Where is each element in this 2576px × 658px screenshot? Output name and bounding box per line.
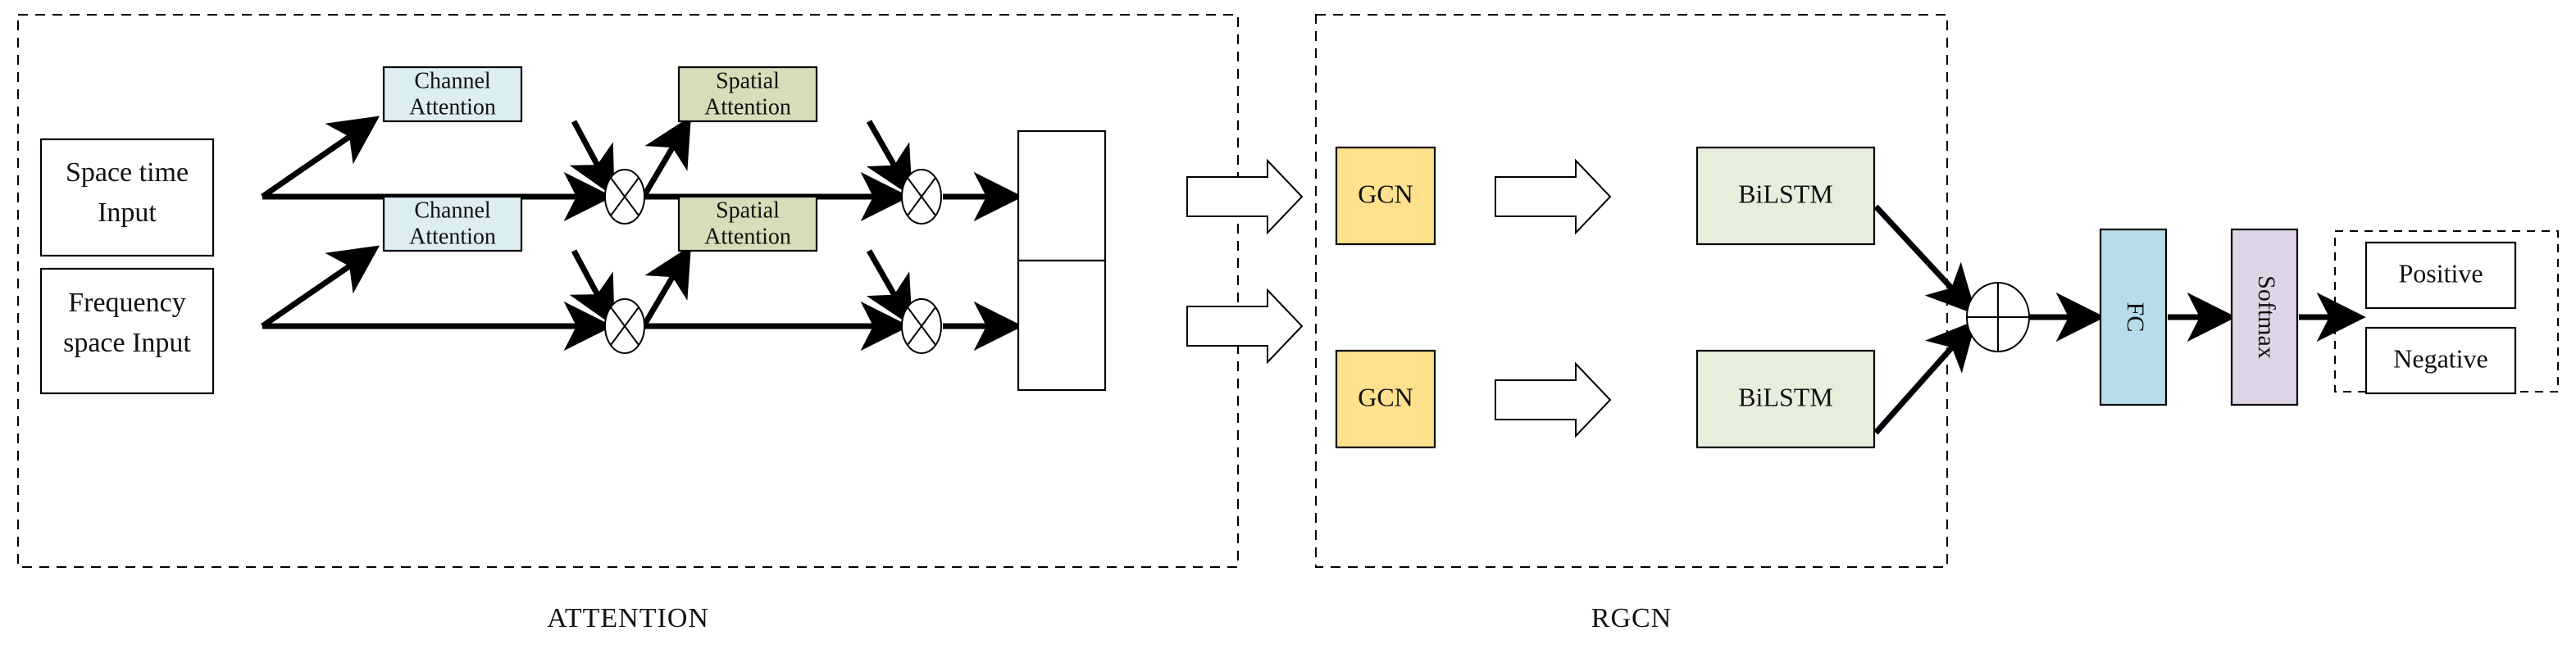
edge-mul1-to-spatial-bottom	[640, 245, 691, 328]
negative-output-box[interactable]	[2364, 326, 2517, 395]
multiply-operator-bottom-2	[901, 298, 942, 354]
edge-mul1-to-spatial-top	[640, 116, 691, 198]
bilstm-box-top[interactable]	[1695, 146, 1876, 246]
multiply-operator-top-1	[604, 169, 645, 225]
block-arrow-attention-to-rgcn-top	[1186, 158, 1304, 235]
softmax-box[interactable]	[2230, 228, 2299, 406]
edge-spatial-to-mul2-top	[866, 120, 913, 197]
edge-bilstm-bottom-to-add	[1873, 320, 1977, 435]
gcn-label-bottom: GCN	[1358, 382, 1413, 411]
spatial-attention-box-top[interactable]	[677, 66, 818, 123]
channel-attention-label-top-line2: Attention	[409, 94, 496, 120]
bilstm-box-bottom[interactable]	[1695, 349, 1876, 449]
multiply-operator-top-2	[901, 169, 942, 225]
negative-output-label: Negative	[2393, 343, 2488, 373]
edge-input-to-channel-top	[261, 116, 380, 199]
attention-group-caption: ATTENTION	[547, 603, 709, 633]
channel-attention-label-top-line1: Channel	[414, 68, 491, 93]
fc-label: FC	[2122, 302, 2149, 333]
spatial-attention-label-bottom-line2: Attention	[704, 224, 791, 249]
add-operator	[1966, 282, 2030, 352]
rgcn-group-frame	[1315, 14, 1948, 568]
edge-spatial-to-mul2-bottom	[866, 249, 913, 327]
spatial-attention-label-top-line2: Attention	[704, 94, 791, 120]
gcn-box-bottom[interactable]	[1335, 349, 1436, 449]
positive-output-label: Positive	[2398, 258, 2483, 288]
space-time-input-label-line2: Input	[98, 197, 157, 228]
edge-input-to-channel-bottom	[261, 245, 380, 329]
channel-attention-label-bottom-line2: Attention	[409, 224, 496, 249]
fc-box[interactable]	[2099, 228, 2168, 406]
spatial-attention-box-bottom[interactable]	[677, 195, 818, 252]
block-arrow-gcn-to-bilstm-bottom	[1495, 361, 1612, 438]
channel-attention-box-top[interactable]	[382, 66, 523, 123]
spatial-attention-label-bottom-line1: Spatial	[716, 197, 780, 223]
multiply-operator-bottom-1	[604, 298, 645, 354]
attention-group-frame	[17, 14, 1239, 568]
edge-bilstm-top-to-add	[1873, 204, 1977, 315]
attention-output-box-top[interactable]	[1017, 129, 1107, 262]
block-arrow-attention-to-rgcn-bottom	[1186, 288, 1304, 365]
frequency-space-input-label-line2: space Input	[63, 328, 191, 358]
positive-output-box[interactable]	[2364, 241, 2517, 310]
space-time-input-label-line1: Space time	[66, 157, 189, 188]
edge-channel-to-mul1-top	[569, 120, 615, 197]
spatial-attention-label-top-line1: Spatial	[716, 68, 780, 93]
channel-attention-label-bottom-line1: Channel	[414, 197, 491, 223]
gcn-label-top: GCN	[1358, 179, 1413, 208]
rgcn-group-caption: RGCN	[1591, 603, 1672, 633]
space-time-input-box[interactable]	[39, 138, 215, 257]
gcn-box-top[interactable]	[1335, 146, 1436, 246]
softmax-label: Softmax	[2253, 275, 2280, 359]
block-arrow-gcn-to-bilstm-top	[1495, 158, 1612, 235]
edge-channel-to-mul1-bottom	[569, 249, 615, 327]
bilstm-label-bottom: BiLSTM	[1738, 382, 1833, 411]
attention-output-box-bottom[interactable]	[1017, 259, 1107, 392]
bilstm-label-top: BiLSTM	[1738, 179, 1833, 208]
frequency-space-input-box[interactable]	[39, 267, 215, 395]
frequency-space-input-label-line1: Frequency	[68, 288, 186, 318]
channel-attention-box-bottom[interactable]	[382, 195, 523, 252]
